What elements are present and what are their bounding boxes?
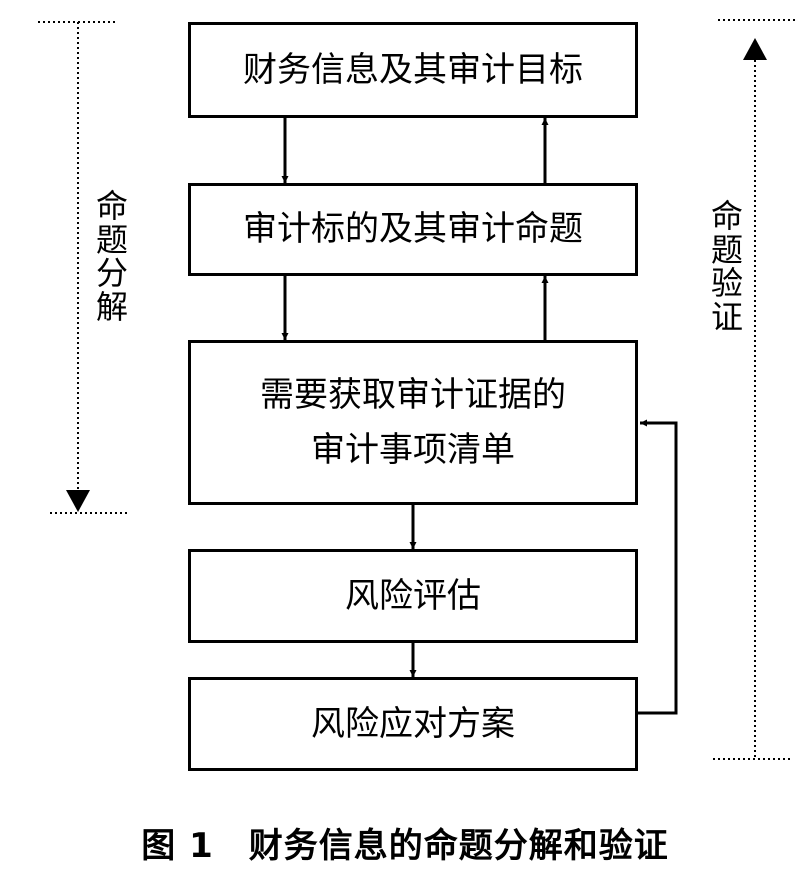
- decompose-char-3: 分: [95, 254, 128, 293]
- decompose-char-4: 解: [95, 287, 128, 326]
- decompose-arrowhead: [66, 490, 90, 512]
- box-audit-items: 需要获取审计证据的 审计事项清单: [188, 340, 638, 505]
- verify-char-4: 证: [710, 297, 743, 336]
- box-risk-response: 风险应对方案: [188, 677, 638, 771]
- decompose-char-2: 题: [95, 220, 128, 259]
- figure-caption: 图 1 财务信息的命题分解和验证: [141, 826, 669, 866]
- box-audit-subject-text: 审计标的及其审计命题: [243, 209, 583, 250]
- decompose-char-1: 命: [95, 187, 128, 225]
- feedback-loop-arrow: [638, 419, 678, 715]
- box-financial-info: 财务信息及其审计目标: [188, 22, 638, 118]
- verify-char-1: 命: [710, 197, 743, 235]
- verify-label: 命 题 验 证: [707, 197, 747, 336]
- box-risk-assessment-text: 风险评估: [345, 575, 481, 616]
- decompose-label: 命 题 分 解: [92, 187, 132, 326]
- verify-char-3: 验: [710, 264, 743, 303]
- box-audit-items-line-2: 审计事项清单: [311, 429, 515, 470]
- verify-arrowhead: [743, 38, 767, 60]
- box-risk-response-text: 风险应对方案: [311, 703, 515, 744]
- box-audit-items-line-1: 需要获取审计证据的: [260, 375, 566, 416]
- box-risk-assessment: 风险评估: [188, 549, 638, 643]
- box-audit-subject: 审计标的及其审计命题: [188, 183, 638, 276]
- box-financial-info-text: 财务信息及其审计目标: [243, 49, 583, 90]
- verify-char-2: 题: [710, 230, 743, 269]
